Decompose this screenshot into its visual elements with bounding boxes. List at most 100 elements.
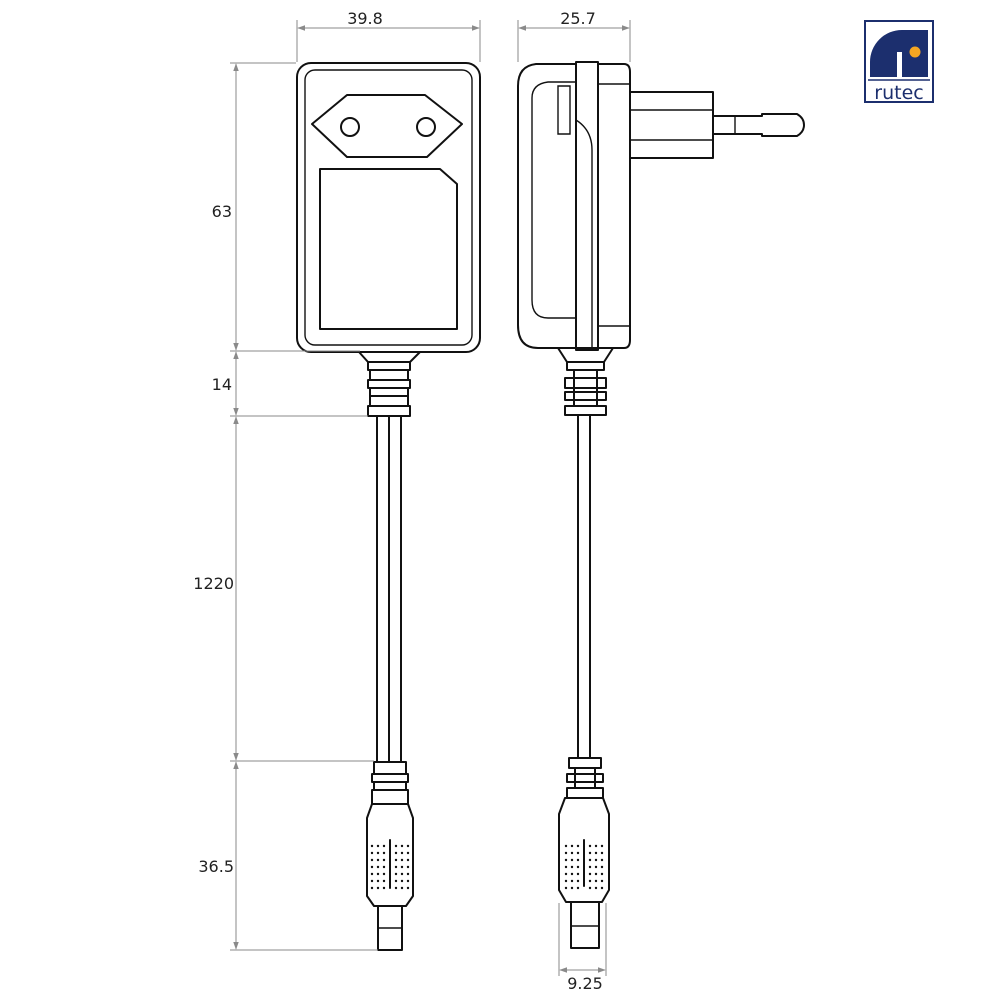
- logo-mark: [870, 30, 928, 77]
- grip-dot: [376, 851, 380, 855]
- side-housing-ridge: [557, 85, 571, 135]
- grip-dot: [576, 879, 580, 883]
- grip-dot: [594, 886, 598, 890]
- dimension-lines: 39.8 25.7 63 14 1220 36.5 9.25: [193, 9, 631, 993]
- side-strain-relief-ring-3: [564, 391, 607, 401]
- grip-dot: [370, 851, 374, 855]
- grip-dot: [376, 879, 380, 883]
- grip-dot: [370, 886, 374, 890]
- grip-dot: [588, 844, 592, 848]
- front-strain-relief-ring-3: [367, 379, 411, 389]
- grip-dot: [576, 851, 580, 855]
- grip-dot: [588, 886, 592, 890]
- grip-dot: [600, 886, 604, 890]
- front-connector-ring-4: [371, 789, 409, 805]
- grip-dot: [406, 872, 410, 876]
- grip-dot: [370, 844, 374, 848]
- grip-dot: [600, 872, 604, 876]
- grip-dot: [376, 872, 380, 876]
- grip-dot: [564, 879, 568, 883]
- grip-dot: [564, 844, 568, 848]
- front-strain-relief-ring-6: [367, 405, 411, 417]
- grip-dot: [594, 865, 598, 869]
- dim-side-width: 25.7: [560, 9, 596, 28]
- grip-dot: [594, 844, 598, 848]
- grip-dot: [394, 872, 398, 876]
- grip-dot: [570, 886, 574, 890]
- side-housing-seam: [575, 61, 599, 351]
- side-connector-ring-2: [566, 773, 604, 783]
- grip-dot: [406, 865, 410, 869]
- grip-dot: [400, 865, 404, 869]
- grip-dot: [588, 872, 592, 876]
- dim-plug-diameter: 9.25: [567, 974, 603, 993]
- grip-dot: [600, 865, 604, 869]
- logo-text: rutec: [874, 82, 923, 104]
- grip-dot: [576, 844, 580, 848]
- side-housing-taper: [575, 119, 593, 348]
- grip-dot: [406, 851, 410, 855]
- front-connector-body: [366, 803, 414, 907]
- grip-dot: [370, 865, 374, 869]
- dim-cable-length: 1220: [193, 574, 234, 593]
- grip-dot: [600, 879, 604, 883]
- grip-dot: [406, 879, 410, 883]
- grip-dot: [382, 858, 386, 862]
- euro-plug-face: [311, 94, 463, 158]
- grip-dot: [594, 879, 598, 883]
- grip-dot: [588, 865, 592, 869]
- side-connector-ring-1: [568, 757, 602, 769]
- grip-dot: [376, 865, 380, 869]
- side-connector-body: [558, 797, 610, 903]
- grip-dot: [400, 851, 404, 855]
- grip-dot: [376, 858, 380, 862]
- grip-dot: [600, 851, 604, 855]
- grip-dot: [400, 858, 404, 862]
- front-view: [296, 62, 481, 951]
- grip-dot: [370, 858, 374, 862]
- grip-dot: [382, 872, 386, 876]
- dim-front-width: 39.8: [347, 9, 383, 28]
- front-strain-relief-ring-1: [367, 361, 411, 371]
- plug-pin-hole-right: [416, 117, 436, 137]
- dim-body-height: 63: [212, 202, 232, 221]
- grip-dot: [382, 886, 386, 890]
- side-housing-front: [597, 63, 631, 349]
- side-connector-ring-3: [566, 787, 604, 799]
- grip-dot: [370, 872, 374, 876]
- side-view: [517, 61, 805, 949]
- grip-dot: [564, 865, 568, 869]
- grip-dot: [588, 851, 592, 855]
- side-strain-relief-ring-4: [564, 405, 607, 416]
- dim-strain-relief-height: 14: [212, 375, 232, 394]
- grip-dot: [382, 844, 386, 848]
- grip-dot: [570, 865, 574, 869]
- grip-dot: [588, 879, 592, 883]
- grip-dot: [600, 844, 604, 848]
- grip-dot: [570, 879, 574, 883]
- front-housing-outer: [296, 62, 481, 353]
- grip-dot: [564, 858, 568, 862]
- front-connector-ring-3: [373, 781, 407, 791]
- grip-dot: [564, 872, 568, 876]
- grip-dot: [570, 844, 574, 848]
- grip-dot: [394, 844, 398, 848]
- logo-dot: [909, 46, 921, 58]
- grip-dot: [576, 865, 580, 869]
- plug-pin-hole-left: [340, 117, 360, 137]
- front-strain-relief-base: [358, 351, 421, 363]
- grip-dot: [576, 872, 580, 876]
- front-housing-inner: [304, 69, 473, 346]
- rutec-logo: rutec: [864, 20, 934, 104]
- grip-dot: [406, 886, 410, 890]
- grip-dot: [588, 858, 592, 862]
- plug-pin-base: [629, 91, 714, 159]
- grip-dot: [570, 851, 574, 855]
- grip-dot: [406, 844, 410, 848]
- grip-dot: [600, 858, 604, 862]
- grip-dot: [594, 851, 598, 855]
- grip-dot: [564, 886, 568, 890]
- grip-dot: [400, 844, 404, 848]
- grip-dot: [570, 872, 574, 876]
- grip-dot: [576, 858, 580, 862]
